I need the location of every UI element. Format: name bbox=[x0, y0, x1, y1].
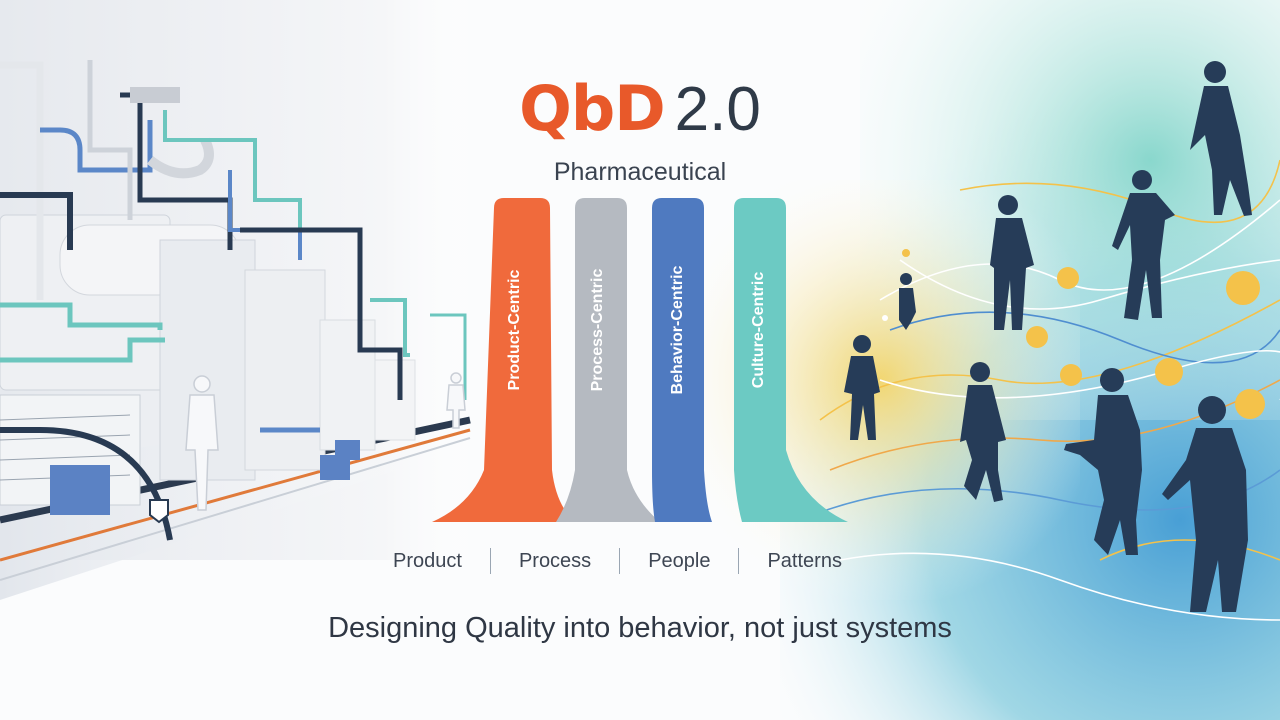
version-number: 2.0 bbox=[674, 75, 761, 144]
brand-title: QbD bbox=[519, 72, 666, 145]
person-figure bbox=[1190, 61, 1252, 216]
category-patterns: Patterns bbox=[767, 549, 842, 572]
title: QbD 2.0 bbox=[0, 72, 1280, 145]
pillar-behavior-centric bbox=[652, 198, 712, 522]
pillar-label-product-centric: Product-Centric bbox=[506, 269, 523, 391]
person-figure bbox=[844, 335, 880, 440]
person-figure bbox=[899, 273, 916, 330]
person-figure bbox=[1064, 368, 1142, 555]
pillar-label-process-centric: Process-Centric bbox=[589, 268, 606, 392]
category-row: Product Process People Patterns bbox=[393, 548, 842, 574]
divider bbox=[489, 548, 491, 574]
divider bbox=[738, 548, 740, 574]
person-figure bbox=[960, 362, 1006, 502]
pillar-product-centric bbox=[432, 198, 575, 522]
category-process: Process bbox=[518, 549, 592, 572]
pillar-process-centric bbox=[556, 198, 660, 522]
tagline: Designing Quality into behavior, not jus… bbox=[328, 612, 952, 644]
person-figure bbox=[1112, 170, 1175, 320]
subtitle: Pharmaceutical bbox=[553, 158, 727, 186]
pillar-label-behavior-centric: Behavior-Centric bbox=[669, 265, 686, 395]
pillar-label-culture-centric: Culture-Centric bbox=[750, 271, 767, 389]
pillar-culture-centric bbox=[734, 198, 848, 522]
network-nodes bbox=[882, 249, 1265, 419]
category-product: Product bbox=[393, 549, 462, 572]
divider bbox=[619, 548, 621, 574]
category-people: People bbox=[648, 549, 711, 572]
person-figure bbox=[1162, 396, 1248, 612]
pillars bbox=[432, 198, 848, 522]
person-figure bbox=[990, 195, 1034, 330]
factory-illustration bbox=[0, 0, 520, 600]
people-silhouettes bbox=[844, 61, 1252, 612]
